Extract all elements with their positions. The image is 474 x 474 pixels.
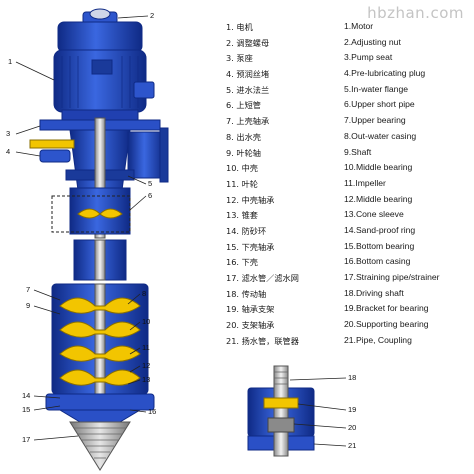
legend-row-4: 4. 预润丝堵 4.Pre-lubricating plug bbox=[226, 68, 474, 84]
legend-en-label: 20.Supporting bearing bbox=[344, 319, 429, 330]
callout-19: 19 bbox=[348, 405, 356, 414]
legend-en-label: 13.Cone sleeve bbox=[344, 209, 404, 220]
legend-row-20: 20. 支架轴承 20.Supporting bearing bbox=[226, 319, 474, 335]
legend-cn-label: 18. 传动轴 bbox=[226, 288, 267, 299]
strainer bbox=[69, 421, 131, 471]
legend-row-5: 5. 进水法兰 5.In-water flange bbox=[226, 84, 474, 100]
legend-row-14: 14. 防砂环 14.Sand-proof ring bbox=[226, 225, 474, 241]
motor bbox=[53, 8, 155, 121]
callout-14: 14 bbox=[22, 391, 30, 400]
callout-9: 9 bbox=[26, 301, 30, 310]
legend-cn-label: 21. 扬水管，联管器 bbox=[226, 335, 299, 346]
legend-en-label: 12.Middle bearing bbox=[344, 193, 413, 204]
legend-cn-label: 6. 上短管 bbox=[226, 100, 261, 111]
callout-2: 2 bbox=[150, 11, 154, 20]
legend-en-label: 7.Upper bearing bbox=[344, 115, 406, 126]
legend-en-label: 10.Middle bearing bbox=[344, 162, 413, 173]
callout-11: 11 bbox=[142, 343, 150, 352]
legend-cn-label: 17. 滤水管／滤水网 bbox=[226, 273, 299, 283]
legend-en-label: 16.Bottom casing bbox=[344, 256, 411, 267]
legend-row-1: 1. 电机 1.Motor bbox=[226, 21, 474, 37]
legend-cn-label: 5. 进水法兰 bbox=[226, 84, 270, 95]
legend-cn-label: 10. 中壳 bbox=[226, 163, 258, 174]
legend-row-13: 13. 锥套 13.Cone sleeve bbox=[226, 209, 474, 225]
legend-row-7: 7. 上壳轴承 7.Upper bearing bbox=[226, 115, 474, 131]
callout-13: 13 bbox=[142, 375, 150, 384]
bowl-assembly bbox=[45, 283, 155, 423]
legend-en-label: 9.Shaft bbox=[344, 146, 372, 157]
callout-16: 16 bbox=[148, 407, 156, 416]
legend-row-17: 17. 滤水管／滤水网 17.Straining pipe/strainer bbox=[226, 272, 474, 288]
legend-en-label: 3.Pump seat bbox=[344, 52, 393, 63]
legend-row-2: 2. 调整螺母 2.Adjusting nut bbox=[226, 37, 474, 53]
legend-row-10: 10. 中壳 10.Middle bearing bbox=[226, 162, 474, 178]
callout-4: 4 bbox=[6, 147, 10, 156]
callout-3: 3 bbox=[6, 129, 10, 138]
legend-en-label: 19.Bracket for bearing bbox=[344, 303, 429, 314]
legend-en-label: 6.Upper short pipe bbox=[344, 99, 415, 110]
legend-cn-label: 1. 电机 bbox=[226, 22, 253, 32]
legend-cn-label: 7. 上壳轴承 bbox=[226, 116, 270, 127]
column-pipe bbox=[73, 239, 127, 281]
callout-21: 21 bbox=[348, 441, 356, 450]
legend-row-18: 18. 传动轴 18.Driving shaft bbox=[226, 288, 474, 304]
callout-20: 20 bbox=[348, 423, 356, 432]
legend-en-label: 14.Sand-proof ring bbox=[344, 224, 416, 235]
legend-cn-label: 15. 下壳轴承 bbox=[226, 241, 275, 252]
legend-row-12: 12. 中壳轴承 12.Middle bearing bbox=[226, 194, 474, 210]
legend-en-label: 11.Impeller bbox=[344, 177, 386, 188]
legend-row-15: 15. 下壳轴承 15.Bottom bearing bbox=[226, 241, 474, 257]
legend-row-19: 19. 轴承支架 19.Bracket for bearing bbox=[226, 303, 474, 319]
legend-cn-label: 12. 中壳轴承 bbox=[226, 194, 275, 205]
legend-en-label: 21.Pipe, Coupling bbox=[344, 334, 412, 345]
legend-en-label: 1.Motor bbox=[344, 21, 374, 31]
legend-en-label: 17.Straining pipe/strainer bbox=[344, 272, 440, 282]
legend-cn-label: 8. 出水壳 bbox=[226, 131, 261, 142]
upper-shaft bbox=[94, 117, 106, 239]
legend-cn-label: 14. 防砂环 bbox=[226, 225, 267, 236]
legend-row-9: 9. 叶轮轴 9.Shaft bbox=[226, 147, 474, 163]
legend-row-3: 3. 泵座 3.Pump seat bbox=[226, 52, 474, 68]
legend-en-label: 2.Adjusting nut bbox=[344, 36, 401, 47]
legend-en-label: 4.Pre-lubricating plug bbox=[344, 68, 426, 79]
callout-12: 12 bbox=[142, 361, 150, 370]
callout-8: 8 bbox=[142, 289, 146, 298]
callout-lines bbox=[15, 15, 347, 447]
legend-cn-label: 4. 预润丝堵 bbox=[226, 69, 270, 80]
legend-en-label: 15.Bottom bearing bbox=[344, 240, 415, 251]
callout-15: 15 bbox=[22, 405, 30, 414]
legend-cn-label: 13. 锥套 bbox=[226, 210, 258, 221]
legend-en-label: 8.Out-water casing bbox=[344, 130, 417, 141]
callout-7: 7 bbox=[26, 285, 30, 294]
legend-row-8: 8. 出水壳 8.Out-water casing bbox=[226, 131, 474, 147]
legend-row-16: 16. 下壳 16.Bottom casing bbox=[226, 256, 474, 272]
legend-en-label: 5.In-water flange bbox=[344, 83, 409, 94]
callout-5: 5 bbox=[148, 179, 152, 188]
legend-cn-label: 20. 支架轴承 bbox=[226, 320, 275, 331]
legend-cn-label: 9. 叶轮轴 bbox=[226, 147, 261, 158]
callout-6: 6 bbox=[148, 191, 152, 200]
legend-cn-label: 19. 轴承支架 bbox=[226, 304, 275, 315]
upper-short-pipe bbox=[51, 187, 131, 235]
legend-cn-label: 16. 下壳 bbox=[226, 257, 258, 268]
callout-10: 10 bbox=[142, 317, 150, 326]
callout-17: 17 bbox=[22, 435, 30, 444]
legend-row-11: 11. 叶轮 11.Impeller bbox=[226, 178, 474, 194]
legend-row-6: 6. 上短管 6.Upper short pipe bbox=[226, 99, 474, 115]
watermark: hbzhan.com bbox=[367, 4, 464, 22]
callout-18: 18 bbox=[348, 373, 356, 382]
legend-cn-label: 3. 泵座 bbox=[226, 53, 253, 64]
legend-en-label: 18.Driving shaft bbox=[344, 287, 404, 298]
legend-cn-label: 2. 调整螺母 bbox=[226, 37, 270, 48]
callout-1: 1 bbox=[8, 57, 12, 66]
legend-cn-label: 11. 叶轮 bbox=[226, 178, 258, 189]
callout-numbers: 1 2 3 4 5 6 7 8 9 10 11 12 13 14 15 16 1… bbox=[6, 11, 356, 450]
legend-row-21: 21. 扬水管，联管器 21.Pipe, Coupling bbox=[226, 335, 474, 351]
